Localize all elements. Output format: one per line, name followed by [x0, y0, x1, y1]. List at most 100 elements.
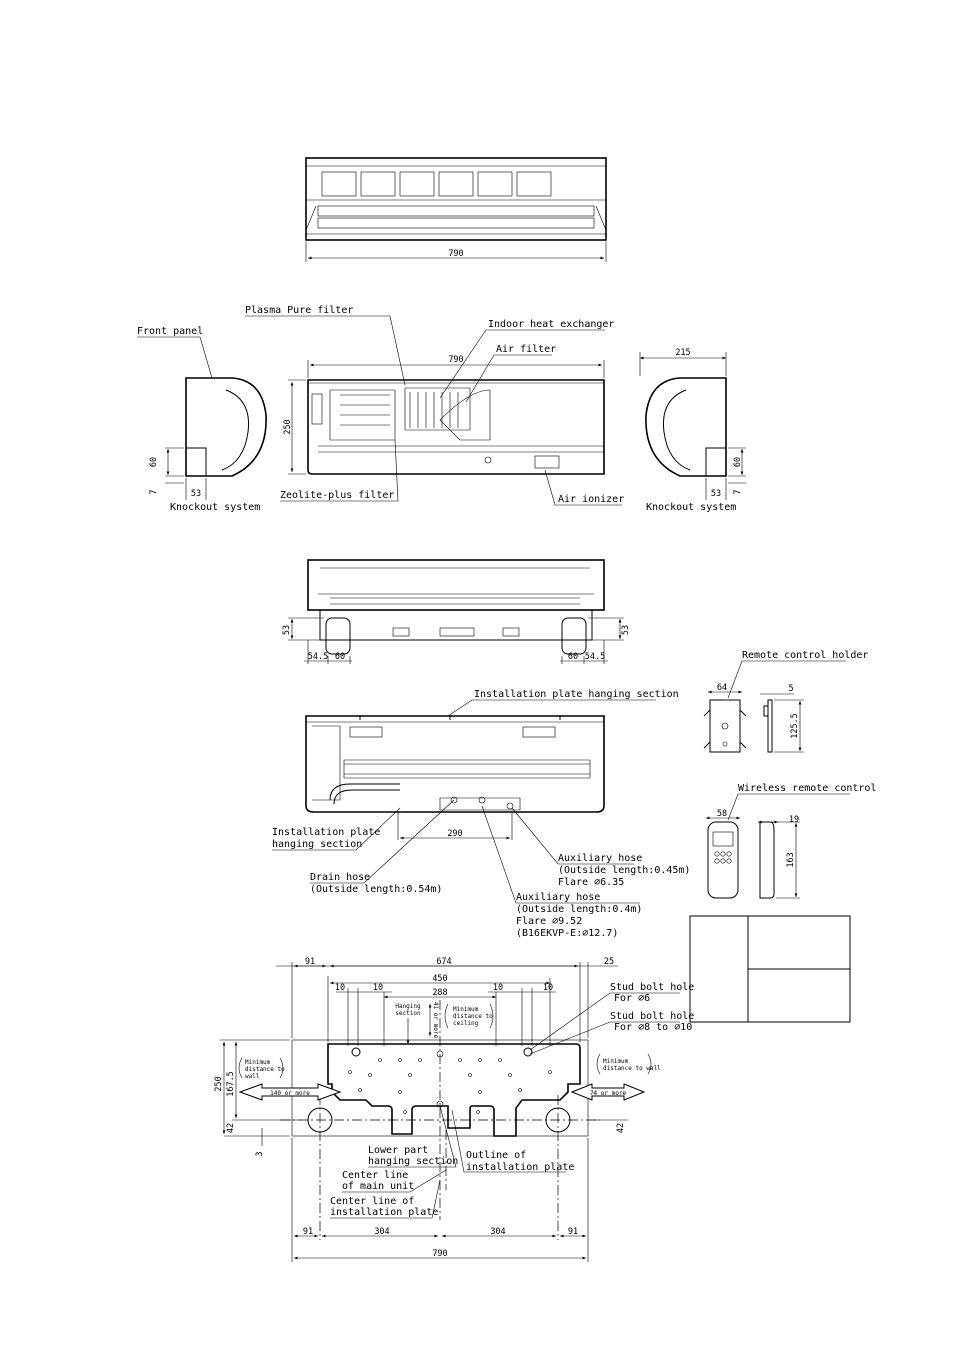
label-aux1-1: Auxiliary hose — [558, 853, 642, 864]
lower-1: Lower part — [368, 1145, 428, 1156]
bottom-r-545-dim: 54.5 — [585, 652, 605, 662]
plate-top-450: 450 — [432, 974, 447, 984]
plate-top-288: 288 — [432, 988, 447, 998]
label-front-panel: Front panel — [137, 326, 203, 337]
rear-view: Installation plate hanging section 290 I… — [272, 689, 690, 939]
plate-top-91: 91 — [305, 957, 315, 967]
hanging-1: Hanging — [395, 1003, 421, 1010]
label-hanging-top: Installation plate hanging section — [474, 689, 679, 700]
label-remote-holder: Remote control holder — [742, 650, 868, 661]
remote-display — [712, 831, 734, 847]
label-heat-exchanger: Indoor heat exchanger — [488, 319, 614, 330]
label-aux1-2: (Outside length:0.45m) — [558, 865, 690, 876]
hanging-2: section — [395, 1010, 421, 1017]
bottom-l-60-dim: 60 — [335, 652, 345, 662]
right-more: 74 or more — [590, 1090, 627, 1097]
left-53-dim: 53 — [191, 489, 201, 499]
stud6-2: For ⌀6 — [614, 993, 650, 1004]
right-depth-dim: 215 — [675, 348, 690, 358]
remote-d-dim: 19 — [789, 815, 799, 825]
left-side-view: 60 7 53 Knockout system — [149, 377, 267, 513]
left-more: 140 or more — [270, 1090, 310, 1097]
plate-bot-91a: 91 — [303, 1227, 313, 1237]
bottom-r-60-dim: 60 — [568, 652, 578, 662]
min-wall-l-3: wall — [245, 1073, 260, 1080]
plate-top-10d: 10 — [543, 983, 553, 993]
center-plate-1: Center line of — [330, 1196, 414, 1207]
center-plate-2: installation plate — [330, 1207, 438, 1218]
min-wall-l-1: Minimum — [245, 1059, 271, 1066]
left-7-dim: 7 — [149, 489, 159, 494]
plate-bot-91b: 91 — [568, 1227, 578, 1237]
plate-top-10a: 10 — [335, 983, 345, 993]
installation-plate: 91 674 25 450 288 10 10 10 10 Hanging se… — [214, 957, 694, 1262]
bottom-l-545-dim: 54.5 — [308, 652, 328, 662]
min-ceil-2: distance to — [453, 1013, 493, 1020]
label-air-ionizer: Air ionizer — [558, 494, 624, 505]
outline-2: installation plate — [466, 1162, 574, 1173]
outline-1: Outline of — [466, 1150, 526, 1161]
right-side-view: 215 60 7 53 Knockout system — [639, 348, 746, 513]
label-air-filter: Air filter — [496, 344, 556, 355]
plate-holes — [348, 1058, 552, 1114]
plate-top-25: 25 — [604, 957, 614, 967]
bottom-view: 53 53 54.5 60 60 54.5 — [282, 559, 631, 664]
center-main-1: Center line — [342, 1170, 408, 1181]
label-aux2-2: (Outside length:0.4m) — [516, 904, 642, 915]
remote-w-dim: 58 — [717, 809, 727, 819]
remote-control: Wireless remote control 58 19 163 — [706, 783, 876, 899]
left-60-dim: 60 — [149, 457, 159, 467]
label-remote-control: Wireless remote control — [738, 783, 876, 794]
plate-left-3: 3 — [255, 1151, 265, 1156]
remote-h-dim: 163 — [786, 852, 796, 867]
holder-w-dim: 64 — [717, 683, 727, 693]
section-height-dim: 250 — [283, 419, 293, 434]
min-wall-r-1: Minimum — [603, 1058, 629, 1065]
plate-right-42: 42 — [616, 1123, 626, 1133]
min-wall-l-2: distance to — [245, 1066, 285, 1073]
lower-2: hanging section — [368, 1156, 458, 1167]
plate-left-250: 250 — [214, 1076, 224, 1091]
rear-spacing-dim: 290 — [447, 829, 462, 839]
stud10-2: For ⌀8 to ⌀10 — [614, 1022, 692, 1033]
label-hanging-bottom-2: hanging section — [272, 839, 362, 850]
front-width-dim: 790 — [448, 249, 463, 259]
plate-top-674: 674 — [436, 957, 451, 967]
center-main-2: of main unit — [342, 1181, 414, 1192]
label-aux2-1: Auxiliary hose — [516, 892, 600, 903]
plate-bot-304a: 304 — [374, 1227, 389, 1237]
plate-left-42: 42 — [226, 1123, 236, 1133]
min-ceil-1: Minimum — [453, 1006, 479, 1013]
plate-bot-304b: 304 — [490, 1227, 505, 1237]
bottom-left-53-dim: 53 — [282, 625, 292, 635]
min-wall-r-2: distance to wall — [603, 1065, 661, 1072]
label-hanging-bottom-1: Installation plate — [272, 827, 380, 838]
ionizer-block — [534, 455, 560, 469]
stud10-1: Stud bolt hole — [610, 1011, 694, 1022]
label-plasma-filter: Plasma Pure filter — [245, 305, 353, 316]
label-knockout-left: Knockout system — [170, 502, 260, 513]
plate-top-10c: 10 — [493, 983, 503, 993]
section-width-dim: 790 — [448, 355, 463, 365]
label-zeolite-filter: Zeolite-plus filter — [280, 490, 394, 501]
heat-exchanger-fins — [404, 387, 471, 431]
holder-d-dim: 5 — [788, 684, 793, 694]
right-60-dim: 60 — [733, 457, 743, 467]
title-block-table — [689, 915, 851, 1023]
label-aux1-3: Flare ⌀6.35 — [558, 877, 624, 888]
plate-left-1675: 167.5 — [226, 1071, 236, 1097]
stud6-1: Stud bolt hole — [610, 982, 694, 993]
label-knockout-right: Knockout system — [646, 502, 736, 513]
bottom-right-53-dim: 53 — [621, 625, 631, 635]
label-aux2-4: (B16EKVP-E:⌀12.7) — [516, 928, 618, 939]
plate-top-10b: 10 — [373, 983, 383, 993]
holder-h-dim: 125.5 — [790, 713, 800, 739]
section-view: 790 250 Plasma Pure filter Front panel I… — [137, 305, 746, 513]
label-aux2-3: Flare ⌀9.52 — [516, 916, 582, 927]
right-7-dim: 7 — [733, 489, 743, 494]
min-ceiling-value: 41 or more — [432, 1002, 439, 1039]
right-53-dim: 53 — [711, 489, 721, 499]
label-drain-1: Drain hose — [310, 872, 370, 883]
